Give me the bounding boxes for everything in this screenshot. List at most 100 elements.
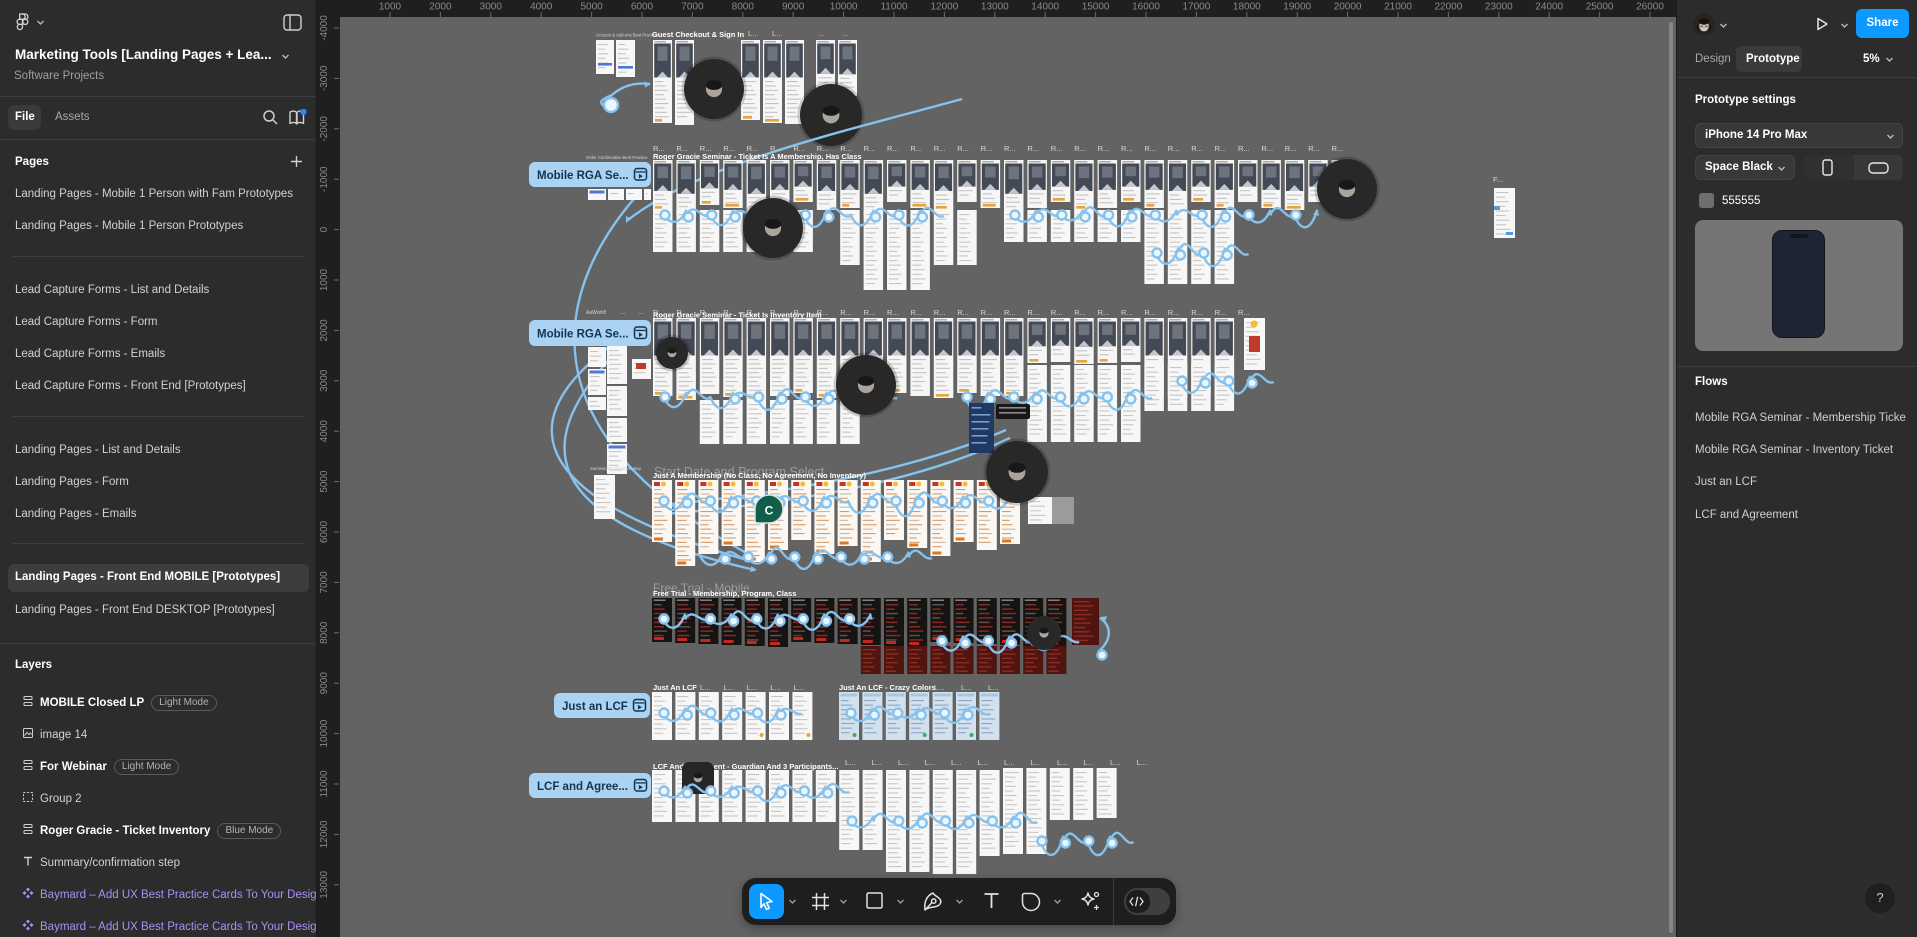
svg-text:11000: 11000 xyxy=(880,2,908,13)
svg-text:L...: L... xyxy=(700,683,710,692)
svg-text:L...: L... xyxy=(1004,758,1014,767)
svg-text:R...: R... xyxy=(1051,144,1063,153)
svg-text:R...: R... xyxy=(1332,144,1344,153)
svg-text:-3000: -3000 xyxy=(319,65,330,91)
svg-text:R...: R... xyxy=(770,144,782,153)
svg-text:L...: L... xyxy=(1057,758,1067,767)
svg-text:R...: R... xyxy=(1121,308,1133,317)
svg-text:L...: L... xyxy=(872,758,882,767)
svg-text:2000: 2000 xyxy=(429,2,452,13)
svg-text:6000: 6000 xyxy=(631,2,654,13)
svg-text:R...: R... xyxy=(1215,308,1227,317)
svg-text:R...: R... xyxy=(1074,144,1086,153)
svg-text:R...: R... xyxy=(887,308,899,317)
svg-text:-4000: -4000 xyxy=(319,15,330,41)
svg-text:4000: 4000 xyxy=(319,420,330,443)
svg-text:R...: R... xyxy=(910,144,922,153)
svg-text:L...: L... xyxy=(1137,758,1147,767)
svg-text:R...: R... xyxy=(1238,308,1250,317)
svg-text:3000: 3000 xyxy=(319,369,330,392)
svg-text:4000: 4000 xyxy=(530,2,553,13)
svg-text:R...: R... xyxy=(770,308,782,317)
svg-text:-1000: -1000 xyxy=(319,166,330,192)
svg-text:Just an LCF: Just an LCF xyxy=(562,701,628,713)
svg-text:R...: R... xyxy=(840,144,852,153)
svg-text:R...: R... xyxy=(676,144,688,153)
svg-text:...: ... xyxy=(842,29,848,38)
svg-text:LCF and Agree...: LCF and Agree... xyxy=(537,781,628,793)
svg-text:R...: R... xyxy=(817,144,829,153)
svg-text:R...: R... xyxy=(840,308,852,317)
svg-text:Summary/confirmation step: Summary/confirmation step xyxy=(590,466,642,471)
svg-text:20000: 20000 xyxy=(1334,2,1362,13)
svg-text:L...: L... xyxy=(723,683,733,692)
svg-text:R...: R... xyxy=(1168,144,1180,153)
svg-text:0: 0 xyxy=(319,226,330,232)
svg-text:13000: 13000 xyxy=(319,870,330,898)
svg-text:1000: 1000 xyxy=(319,268,330,291)
svg-text:R...: R... xyxy=(1051,308,1063,317)
svg-text:Guest Checkout & Sign In: Guest Checkout & Sign In xyxy=(652,30,745,39)
svg-text:L...: L... xyxy=(978,758,988,767)
svg-text:L...: L... xyxy=(770,683,780,692)
svg-text:6000: 6000 xyxy=(319,520,330,543)
svg-text:12000: 12000 xyxy=(930,2,958,13)
svg-text:3000: 3000 xyxy=(480,2,503,13)
svg-text:R...: R... xyxy=(1191,308,1203,317)
svg-text:R...: R... xyxy=(957,144,969,153)
svg-text:R...: R... xyxy=(1027,308,1039,317)
svg-text:...: ... xyxy=(620,309,626,316)
svg-text:R...: R... xyxy=(1098,144,1110,153)
svg-text:L...: L... xyxy=(747,683,757,692)
svg-text:8000: 8000 xyxy=(732,2,755,13)
svg-text:...: ... xyxy=(638,309,644,316)
svg-text:R...: R... xyxy=(1261,144,1273,153)
svg-text:9000: 9000 xyxy=(782,2,805,13)
svg-text:R...: R... xyxy=(1191,144,1203,153)
svg-text:19000: 19000 xyxy=(1283,2,1311,13)
svg-text:26000: 26000 xyxy=(1636,2,1664,13)
svg-text:L...: L... xyxy=(898,758,908,767)
svg-text:F...: F... xyxy=(1493,175,1503,184)
svg-text:R...: R... xyxy=(723,308,735,317)
svg-text:R...: R... xyxy=(723,144,735,153)
svg-text:25000: 25000 xyxy=(1586,2,1614,13)
svg-text:L...: L... xyxy=(1110,758,1120,767)
svg-text:11000: 11000 xyxy=(319,770,330,798)
svg-text:R...: R... xyxy=(1027,144,1039,153)
svg-text:R...: R... xyxy=(700,144,712,153)
svg-text:R...: R... xyxy=(817,308,829,317)
svg-text:Roger Gracie Seminar - Ticket: Roger Gracie Seminar - Ticket Is A Membe… xyxy=(653,152,862,161)
svg-text:2000: 2000 xyxy=(319,319,330,342)
svg-text:R...: R... xyxy=(793,144,805,153)
svg-text:R...: R... xyxy=(653,308,665,317)
svg-text:R...: R... xyxy=(1004,144,1016,153)
svg-text:R...: R... xyxy=(1144,144,1156,153)
svg-text:Free Trial - Membership, Progr: Free Trial - Membership, Program, Class xyxy=(653,589,796,598)
svg-text:R...: R... xyxy=(864,308,876,317)
svg-text:-2000: -2000 xyxy=(319,116,330,142)
svg-text:10000: 10000 xyxy=(319,719,330,747)
svg-text:R...: R... xyxy=(957,308,969,317)
svg-text:R...: R... xyxy=(1004,308,1016,317)
svg-text:C: C xyxy=(765,504,774,518)
svg-text:R...: R... xyxy=(1168,308,1180,317)
svg-text:15000: 15000 xyxy=(1082,2,1110,13)
svg-text:R...: R... xyxy=(1308,144,1320,153)
svg-text:R...: R... xyxy=(1285,144,1297,153)
svg-text:L...: L... xyxy=(925,758,935,767)
svg-text:R...: R... xyxy=(1215,144,1227,153)
svg-text:8000: 8000 xyxy=(319,621,330,644)
svg-text:R...: R... xyxy=(747,144,759,153)
svg-text:L...: L... xyxy=(1031,758,1041,767)
svg-text:R...: R... xyxy=(676,308,688,317)
svg-text:L...: L... xyxy=(794,683,804,692)
svg-text:L...: L... xyxy=(1084,758,1094,767)
svg-text:5000: 5000 xyxy=(319,470,330,493)
svg-text:Free Trial - Mobile: Free Trial - Mobile xyxy=(653,581,750,595)
svg-text:R...: R... xyxy=(934,308,946,317)
svg-text:1000: 1000 xyxy=(379,2,402,13)
svg-text:23000: 23000 xyxy=(1485,2,1513,13)
svg-text:10000: 10000 xyxy=(830,2,858,13)
svg-text:L...: L... xyxy=(988,683,998,692)
